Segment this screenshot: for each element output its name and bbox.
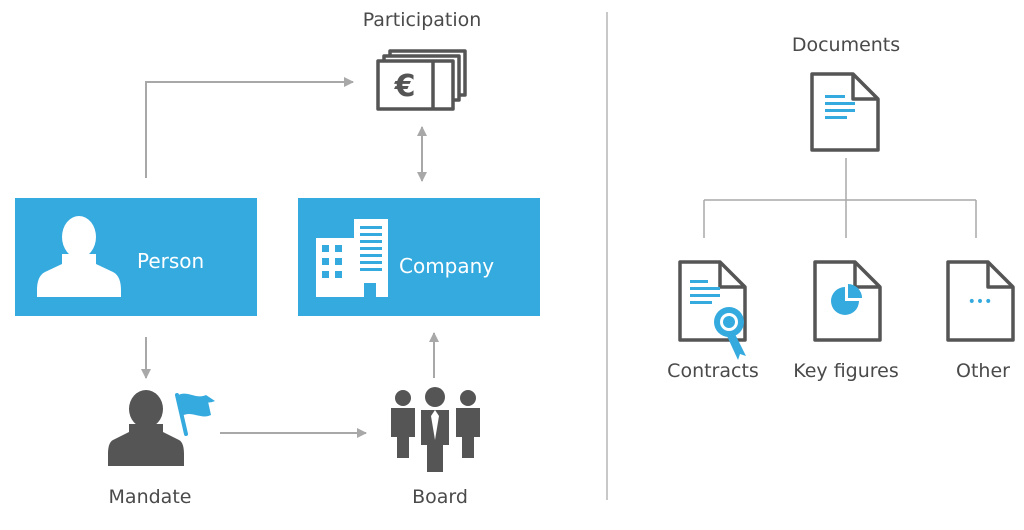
documents-tree-lines	[703, 158, 977, 238]
key-figures-label: Key figures	[793, 360, 899, 382]
other-label: Other	[956, 360, 1010, 382]
person-with-flag-icon	[108, 390, 215, 466]
person-to-participation-arrow	[145, 77, 354, 178]
connectors	[141, 12, 977, 500]
contract-certificate-icon	[678, 260, 747, 360]
pie-chart-document-icon	[813, 260, 882, 342]
banknote-stack-icon: €	[376, 49, 467, 111]
documents-label: Documents	[791, 34, 901, 56]
office-building-icon	[316, 219, 388, 297]
participation-label: Participation	[362, 9, 482, 31]
mandate-label: Mandate	[108, 486, 192, 508]
group-of-people-icon	[391, 387, 480, 472]
company-label: Company	[399, 254, 495, 278]
board-label: Board	[412, 486, 468, 508]
contracts-label: Contracts	[667, 360, 759, 382]
euro-symbol: €	[394, 69, 416, 104]
document-icon	[810, 72, 880, 152]
person-node	[15, 198, 257, 316]
person-label: Person	[137, 249, 205, 273]
person-silhouette-icon	[37, 216, 121, 297]
ellipsis-document-icon: •••	[946, 260, 1015, 342]
ellipsis-symbol: •••	[968, 294, 993, 310]
